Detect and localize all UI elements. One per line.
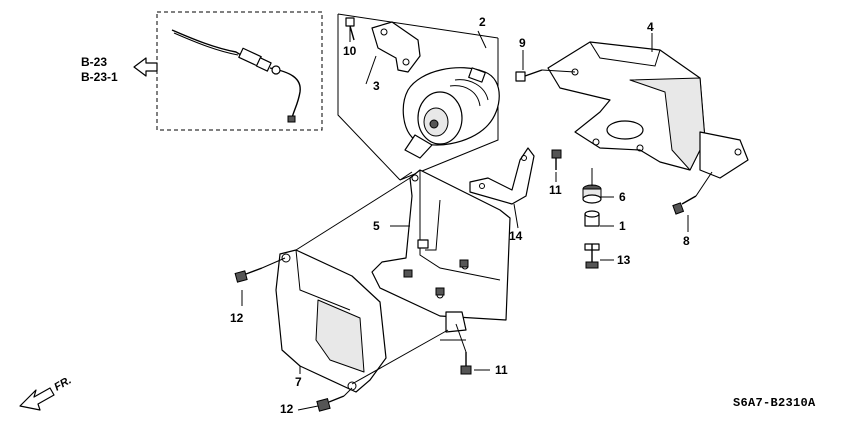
- front-direction-arrow: [19, 387, 55, 411]
- lower-bracket: [371, 169, 511, 321]
- part-number-1[interactable]: 1: [619, 219, 626, 233]
- leader-lines: [241, 26, 689, 411]
- part-number-3[interactable]: 3: [373, 79, 380, 93]
- bolt-12-lower: [316, 395, 345, 412]
- part-number-4[interactable]: 4: [647, 20, 654, 34]
- part-number-9[interactable]: 9: [519, 36, 526, 50]
- bolt-11-lower: [460, 352, 472, 375]
- part-number-11-lower[interactable]: 11: [495, 363, 508, 377]
- part-number-11-upper[interactable]: 11: [549, 183, 562, 197]
- stay-14: [469, 147, 562, 205]
- diagram-code: S6A7-B2310A: [733, 396, 816, 410]
- part-number-12-lower[interactable]: 12: [280, 402, 294, 416]
- actuator-group: [337, 13, 500, 181]
- part-number-8[interactable]: 8: [683, 234, 690, 248]
- bolt-12-upper: [234, 267, 263, 283]
- mount-hardware: [582, 168, 602, 269]
- part-number-12-upper[interactable]: 12: [230, 311, 244, 325]
- part-number-5[interactable]: 5: [373, 219, 380, 233]
- part-number-14[interactable]: 14: [509, 229, 523, 243]
- reference-b23-1[interactable]: B-23-1: [81, 70, 118, 84]
- part-number-7[interactable]: 7: [295, 375, 302, 389]
- cover-7: [275, 249, 467, 393]
- part-number-2[interactable]: 2: [479, 15, 486, 29]
- bolt-8: [672, 171, 713, 215]
- reference-arrow: [133, 57, 158, 77]
- part-number-13[interactable]: 13: [617, 253, 631, 267]
- part-number-6[interactable]: 6: [619, 190, 626, 204]
- part-number-10[interactable]: 10: [343, 44, 357, 58]
- reference-b23[interactable]: B-23: [81, 55, 108, 69]
- upper-bracket: [515, 41, 749, 179]
- cable-inset: [156, 11, 323, 131]
